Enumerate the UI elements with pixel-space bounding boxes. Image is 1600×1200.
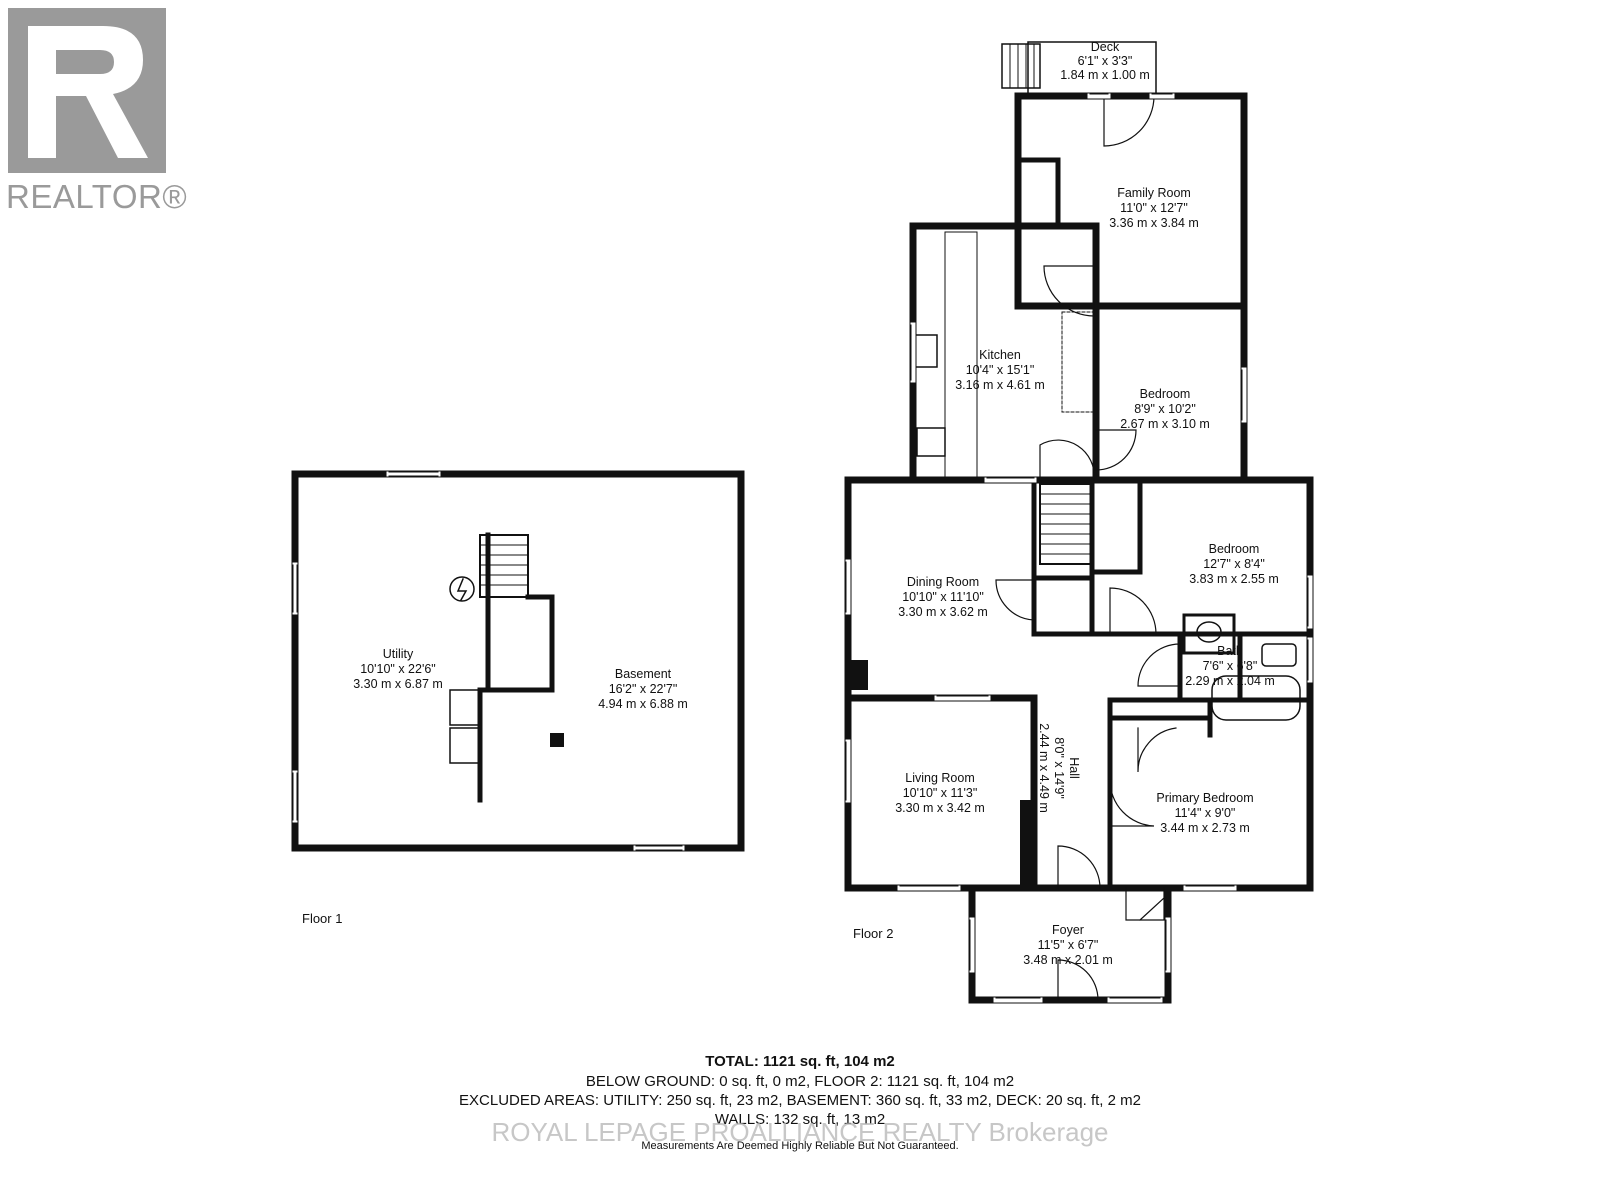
room-hall-metric: 2.44 m x 4.49 m bbox=[1037, 723, 1051, 813]
room-foyer-imperial: 11'5" x 6'7" bbox=[1038, 938, 1099, 952]
room-primary-imperial: 11'4" x 9'0" bbox=[1175, 806, 1236, 820]
room-utility-name: Utility bbox=[383, 647, 414, 661]
room-bath-metric: 2.29 m x 2.04 m bbox=[1185, 674, 1275, 688]
floor1-outline bbox=[291, 470, 745, 852]
floor2-label: Floor 2 bbox=[853, 926, 893, 941]
utility-meter-icon bbox=[449, 576, 475, 602]
realtor-r-icon bbox=[8, 8, 166, 173]
svg-text:Hall8'0" x 14'9"2.44 m x 4.49: Hall8'0" x 14'9"2.44 m x 4.49 m bbox=[1037, 723, 1081, 813]
room-bedroom2-name: Bedroom bbox=[1209, 542, 1260, 556]
room-dining-name: Dining Room bbox=[907, 575, 979, 589]
room-dining-metric: 3.30 m x 3.62 m bbox=[898, 605, 988, 619]
room-family-imperial: 11'0" x 12'7" bbox=[1120, 201, 1188, 215]
room-family-metric: 3.36 m x 3.84 m bbox=[1109, 216, 1199, 230]
room-deck-metric: 1.84 m x 1.00 m bbox=[1060, 68, 1150, 82]
summary-walls: WALLS: 132 sq. ft, 13 m2 bbox=[714, 1111, 886, 1128]
room-hall-imperial: 8'0" x 14'9" bbox=[1052, 737, 1066, 799]
realtor-wordmark: REALTOR® bbox=[6, 178, 188, 215]
room-utility-imperial: 10'10" x 22'6" bbox=[360, 662, 436, 676]
room-basement-imperial: 16'2" x 22'7" bbox=[609, 682, 678, 696]
room-basement-name: Basement bbox=[615, 667, 672, 681]
room-deck-name: Deck bbox=[1091, 40, 1120, 54]
summary-total: TOTAL: 1121 sq. ft, 104 m2 bbox=[705, 1053, 895, 1070]
summary-excluded: EXCLUDED AREAS: UTILITY: 250 sq. ft, 23 … bbox=[459, 1092, 1141, 1109]
room-kitchen-metric: 3.16 m x 4.61 m bbox=[955, 378, 1045, 392]
room-bedroom1-imperial: 8'9" x 10'2" bbox=[1134, 402, 1196, 416]
room-kitchen-imperial: 10'4" x 15'1" bbox=[966, 363, 1035, 377]
disclaimer: Measurements Are Deemed Highly Reliable … bbox=[641, 1140, 959, 1152]
room-living-imperial: 10'10" x 11'3" bbox=[903, 786, 978, 800]
room-utility-metric: 3.30 m x 6.87 m bbox=[353, 677, 443, 691]
brokerage-watermark: ROYAL LEPAGE PROALLIANCE REALTY Brokerag… bbox=[491, 1117, 1109, 1147]
room-living-metric: 3.30 m x 3.42 m bbox=[895, 801, 985, 815]
room-family-name: Family Room bbox=[1117, 186, 1191, 200]
realtor-logo bbox=[8, 8, 193, 218]
room-bedroom2-imperial: 12'7" x 8'4" bbox=[1203, 557, 1265, 571]
room-bedroom2-metric: 3.83 m x 2.55 m bbox=[1189, 572, 1279, 586]
room-living-name: Living Room bbox=[905, 771, 974, 785]
room-dining-imperial: 10'10" x 11'10" bbox=[902, 590, 984, 604]
room-foyer-name: Foyer bbox=[1052, 923, 1084, 937]
room-bath-name: Bath bbox=[1217, 644, 1243, 658]
room-primary-name: Primary Bedroom bbox=[1156, 791, 1253, 805]
room-kitchen-name: Kitchen bbox=[979, 348, 1021, 362]
room-basement-metric: 4.94 m x 6.88 m bbox=[598, 697, 688, 711]
summary-below-ground: BELOW GROUND: 0 sq. ft, 0 m2, FLOOR 2: 1… bbox=[585, 1073, 1015, 1090]
room-bedroom1-name: Bedroom bbox=[1140, 387, 1191, 401]
room-primary-metric: 3.44 m x 2.73 m bbox=[1160, 821, 1250, 835]
room-hall-name: Hall bbox=[1067, 757, 1081, 779]
room-deck-imperial: 6'1" x 3'3" bbox=[1078, 54, 1133, 68]
room-bath-imperial: 7'6" x 6'8" bbox=[1203, 659, 1258, 673]
room-foyer-metric: 3.48 m x 2.01 m bbox=[1023, 953, 1113, 967]
room-bedroom1-metric: 2.67 m x 3.10 m bbox=[1120, 417, 1210, 431]
floor1-label: Floor 1 bbox=[302, 911, 342, 926]
